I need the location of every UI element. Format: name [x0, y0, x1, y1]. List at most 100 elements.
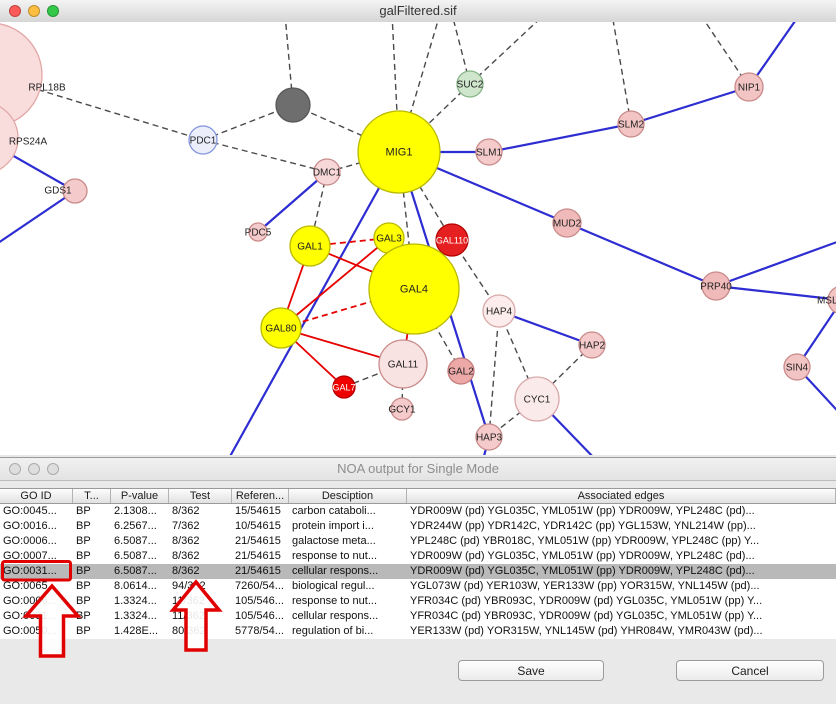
graph-node-NIP1[interactable] [734, 72, 764, 102]
graph-node-SIN4[interactable] [783, 353, 811, 381]
graph-node-GDS1[interactable] [62, 178, 88, 204]
graph-node-HAP2[interactable] [578, 331, 606, 359]
node-label-SIN4: SIN4 [786, 363, 809, 374]
table-cell: BP [76, 580, 91, 592]
graph-node-HAP3[interactable] [475, 423, 503, 451]
graph-node-GAL2[interactable] [447, 357, 475, 385]
graph-edge [202, 139, 328, 173]
table-cell: 8/362 [172, 505, 200, 517]
graph-node-RPL18B[interactable] [0, 23, 43, 127]
column-header-test[interactable]: Test [169, 489, 232, 503]
column-header-associated-edges[interactable]: Associated edges [407, 489, 836, 503]
table-cell: 105/546... [235, 610, 284, 622]
table-cell: YFR034C (pd) YBR093C, YDR009W (pd) YGL03… [410, 595, 763, 607]
node-label-GAL1: GAL1 [297, 242, 323, 253]
graph-window-title: galFiltered.sif [379, 3, 457, 18]
graph-node-unlabeled[interactable] [275, 87, 311, 123]
graph-node-PDC5[interactable] [248, 222, 268, 242]
node-label-SLM1: SLM1 [476, 148, 503, 159]
node-label-HAP3: HAP3 [476, 433, 503, 444]
table-cell: galactose meta... [292, 535, 376, 547]
graph-edge [630, 85, 750, 126]
node-label-GAL2: GAL2 [448, 367, 474, 378]
column-header-t-[interactable]: T... [73, 489, 111, 503]
graph-node-SLM1[interactable] [475, 138, 503, 166]
table-cell: 11/362 [172, 595, 205, 607]
save-button[interactable]: Save [458, 660, 604, 681]
table-cell: GO:0031... [3, 565, 57, 577]
graph-node-MUD2[interactable] [552, 208, 582, 238]
table-cell: GO:0050... [3, 625, 57, 637]
cancel-button[interactable]: Cancel [676, 660, 824, 681]
node-label-GAL11: GAL11 [388, 360, 419, 371]
node-label-GAL110: GAL110 [436, 236, 468, 246]
table-cell: YDR009W (pd) YGL035C, YML051W (pp) YDR00… [410, 505, 755, 517]
graph-node-MIG1[interactable] [357, 110, 441, 194]
table-cell: 80/362 [172, 625, 206, 637]
graph-node-HAP4[interactable] [482, 294, 516, 328]
graph-node-GAL1[interactable] [289, 225, 331, 267]
graph-node-CYC1[interactable] [514, 376, 560, 422]
table-cell: 8/362 [172, 565, 200, 577]
graph-node-SUC2[interactable] [456, 70, 484, 98]
table-cell: 6.5087... [114, 565, 157, 577]
graph-edge [0, 146, 76, 192]
graph-node-MSL5[interactable] [827, 286, 836, 314]
table-cell: 2.1308... [114, 505, 157, 517]
close-button[interactable] [9, 5, 21, 17]
table-cell: cellular respons... [292, 565, 379, 577]
graph-node-GAL11[interactable] [378, 339, 428, 389]
zoom-button[interactable] [47, 463, 59, 475]
minimize-button[interactable] [28, 5, 40, 17]
table-cell: BP [76, 520, 91, 532]
graph-node-GCY1[interactable] [390, 397, 414, 421]
column-header-referen-[interactable]: Referen... [232, 489, 289, 503]
graph-node-PRP40[interactable] [701, 271, 731, 301]
graph-edge [229, 151, 400, 455]
table-cell: GO:0065... [3, 580, 57, 592]
table-cell: GO:0016... [3, 520, 57, 532]
table-cell: YDR244W (pp) YDR142C, YDR142C (pp) YGL15… [410, 520, 756, 532]
column-header-go-id[interactable]: GO ID [0, 489, 73, 503]
node-label-HAP2: HAP2 [579, 341, 606, 352]
table-cell: YDR009W (pd) YGL035C, YML051W (pp) YDR00… [410, 565, 755, 577]
graph-node-GAL7[interactable] [332, 375, 356, 399]
table-cell: response to nut... [292, 595, 377, 607]
minimize-button[interactable] [28, 463, 40, 475]
graph-node-SLM2[interactable] [617, 110, 645, 138]
table-cell: YPL248C (pd) YBR018C, YML051W (pp) YDR00… [410, 535, 760, 547]
graph-edge [488, 310, 500, 438]
graph-node-RPS24A[interactable] [0, 102, 19, 174]
table-cell: 11/362 [172, 610, 205, 622]
graph-node-PDC1[interactable] [188, 125, 218, 155]
graph-node-GAL110[interactable] [435, 223, 469, 257]
node-label-GAL3: GAL3 [376, 234, 402, 245]
graph-edge [257, 171, 328, 233]
table-cell: 15/54615 [235, 505, 281, 517]
zoom-button[interactable] [47, 5, 59, 17]
table-cell: BP [76, 550, 91, 562]
graph-node-GAL80[interactable] [260, 307, 302, 349]
table-cell: BP [76, 535, 91, 547]
graph-node-DMC1[interactable] [313, 158, 341, 186]
node-label-PRP40: PRP40 [700, 282, 732, 293]
graph-node-GAL4[interactable] [368, 243, 460, 335]
graph-window-titlebar: galFiltered.sif [0, 0, 836, 23]
column-header-p-value[interactable]: P-value [111, 489, 169, 503]
graph-edge [285, 22, 294, 106]
column-header-desciption[interactable]: Desciption [289, 489, 407, 503]
table-cell: 21/54615 [235, 565, 281, 577]
close-button[interactable] [9, 463, 21, 475]
table-cell: protein import i... [292, 520, 374, 532]
